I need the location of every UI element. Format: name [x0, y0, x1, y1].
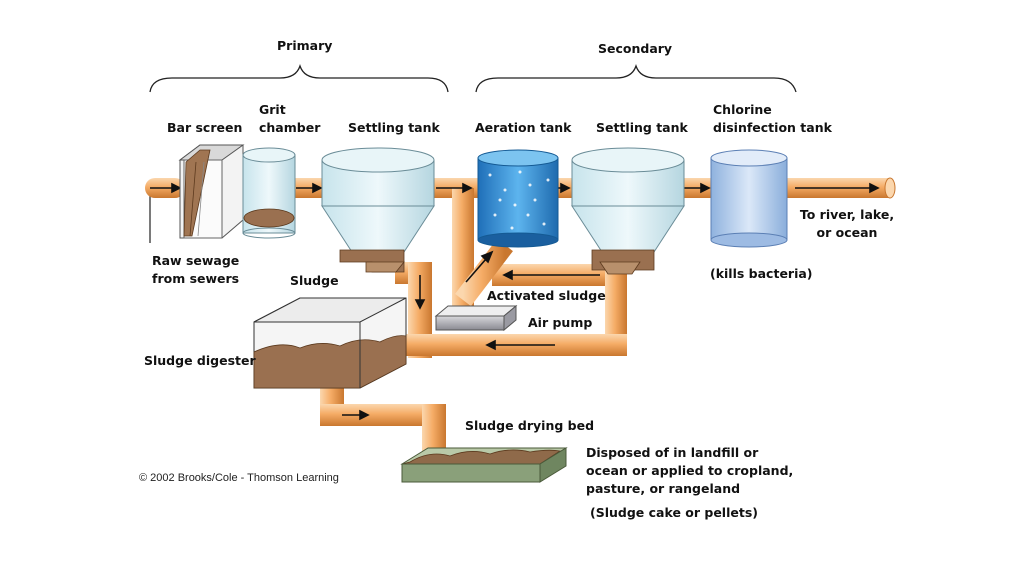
sludge-drying-bed — [400, 447, 568, 483]
secondary-settling-label: Settling tank — [596, 120, 688, 135]
grit-chamber — [242, 147, 296, 239]
to-river-label-line2: or ocean — [816, 225, 878, 240]
copyright-notice: © 2002 Brooks/Cole - Thomson Learning — [139, 472, 339, 484]
kills-bacteria-label: (kills bacteria) — [710, 266, 813, 281]
raw-sewage-label-line2: from sewers — [152, 271, 240, 286]
disposal-label-line1: Disposed of in landfill or — [586, 445, 759, 460]
secondary-brace — [475, 63, 797, 93]
chlorine-tank — [710, 149, 788, 248]
bar-screen-label: Bar screen — [167, 120, 243, 135]
raw-sewage-label-line1: Raw sewage — [152, 253, 240, 268]
sludge-label: Sludge — [290, 273, 339, 288]
aeration-tank — [477, 149, 559, 248]
aeration-tank-label: Aeration tank — [475, 120, 572, 135]
air-pump — [434, 304, 518, 332]
grit-chamber-label-line2: chamber — [259, 120, 321, 135]
drying-bed-pipe — [320, 378, 446, 458]
primary-settling-tank — [321, 147, 435, 273]
secondary-heading: Secondary — [598, 41, 673, 56]
chlorine-label-line1: Chlorine — [713, 102, 772, 117]
sludge-digester — [253, 297, 407, 389]
sludge-digester-label: Sludge digester — [144, 353, 256, 368]
secondary-settling-tank — [571, 147, 685, 275]
air-pump-label: Air pump — [528, 315, 593, 330]
disposal-label-line3: pasture, or rangeland — [586, 481, 741, 496]
sludge-drying-bed-label: Sludge drying bed — [465, 418, 595, 433]
primary-settling-label: Settling tank — [348, 120, 440, 135]
to-river-label-line1: To river, lake, — [799, 207, 895, 222]
chlorine-label-line2: disinfection tank — [713, 120, 832, 135]
disposal-label-line2: ocean or applied to cropland, — [586, 463, 794, 478]
grit-chamber-label-line1: Grit — [259, 102, 286, 117]
bar-screen — [178, 144, 245, 239]
primary-brace — [149, 63, 449, 93]
primary-heading: Primary — [277, 38, 333, 53]
activated-sludge-label: Activated sludge — [487, 288, 606, 303]
sludge-cake-label: (Sludge cake or pellets) — [590, 505, 758, 520]
